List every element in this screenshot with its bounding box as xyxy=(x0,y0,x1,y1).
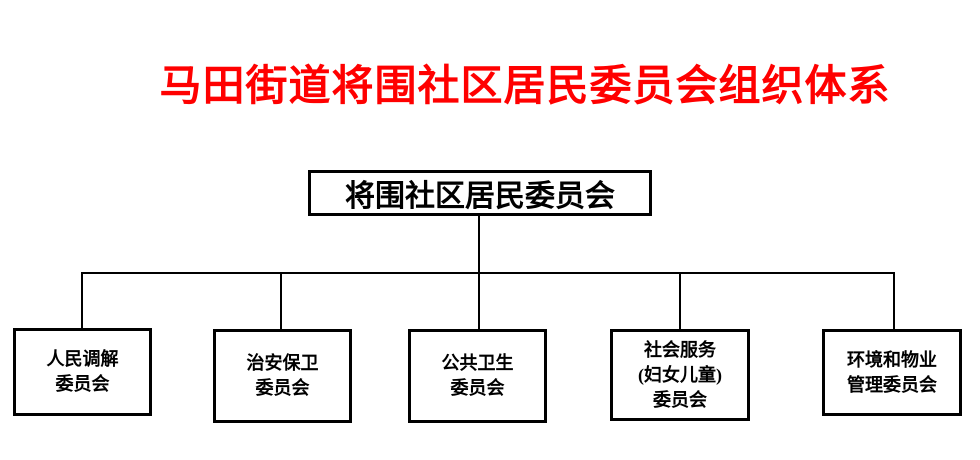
committee-box-line: (妇女儿童) xyxy=(638,364,722,385)
connector-drop-public-security xyxy=(280,274,282,330)
committee-box-line: 治安保卫 xyxy=(246,353,319,373)
connector-drop-social-services xyxy=(679,274,681,330)
connector-horizontal xyxy=(81,272,895,274)
committee-box-line: 人民调解 xyxy=(46,349,119,369)
committee-box-line: 社会服务 xyxy=(644,339,716,360)
committee-box-line: 公共卫生 xyxy=(441,353,514,373)
root-committee-box: 将围社区居民委员会 xyxy=(308,170,652,216)
committee-box-line: 委员会 xyxy=(55,374,110,394)
committee-box-people-mediation: 人民调解 委员会 xyxy=(13,328,152,416)
committee-box-line: 委员会 xyxy=(653,389,707,410)
root-committee-label: 将围社区居民委员会 xyxy=(345,180,615,213)
committee-box-line: 环境和物业 xyxy=(847,349,937,370)
committee-box-public-security: 治安保卫 委员会 xyxy=(213,329,352,423)
committee-box-social-services: 社会服务 (妇女儿童) 委员会 xyxy=(610,329,750,421)
connector-drop-environment-property xyxy=(893,274,895,330)
committee-box-line: 委员会 xyxy=(450,378,505,398)
page-title: 马田街道将围社区居民委员会组织体系 xyxy=(159,64,891,110)
committee-box-line: 管理委员会 xyxy=(847,374,937,395)
committee-box-line: 委员会 xyxy=(255,378,310,398)
connector-drop-people-mediation xyxy=(81,274,83,330)
committee-box-environment-property: 环境和物业 管理委员会 xyxy=(822,329,962,416)
committee-box-public-health: 公共卫生 委员会 xyxy=(408,329,547,423)
